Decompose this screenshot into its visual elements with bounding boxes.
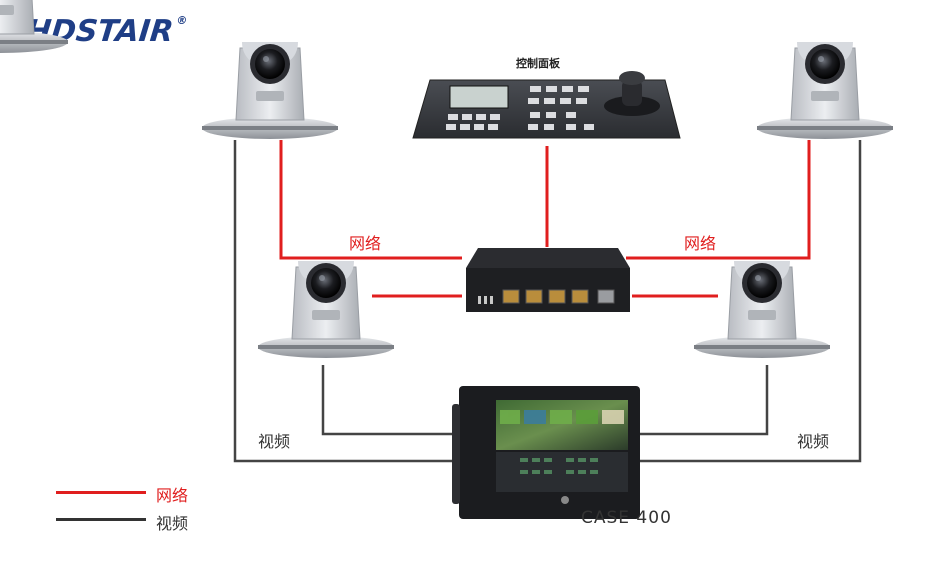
camera-base-rim <box>0 40 68 44</box>
ptz-camera-mid-right <box>693 260 831 359</box>
switcher-buttons <box>520 458 598 474</box>
switcher-handle <box>452 404 460 504</box>
switch-leds <box>478 296 493 304</box>
video-link-mid-left-camera <box>321 365 462 436</box>
joystick-top <box>619 71 645 85</box>
network-switch <box>466 248 630 312</box>
network-label-right: 网络 <box>684 234 717 253</box>
video-switcher <box>452 386 640 519</box>
switcher-screen-thumbnails <box>500 410 624 424</box>
network-link-top-left-camera <box>279 140 462 260</box>
legend-network-swatch <box>56 491 146 494</box>
video-link-top-left-camera <box>233 140 462 463</box>
video-link-top-right-camera <box>637 140 862 463</box>
legend-network-label: 网络 <box>156 486 189 505</box>
switcher-control-area <box>496 452 628 492</box>
control-panel-keypad <box>446 86 594 130</box>
ptz-camera-top-right <box>756 41 894 140</box>
ptz-camera-top-left <box>201 41 339 140</box>
video-link-mid-right-camera <box>637 365 769 436</box>
switcher-model-label: CASE 400 <box>581 508 672 528</box>
switch-ports <box>502 289 615 304</box>
legend-video-label: 视频 <box>156 514 189 533</box>
control-panel-lcd <box>449 85 509 109</box>
switcher-power-icon <box>561 496 569 504</box>
control-panel-label: 控制面板 <box>516 57 560 70</box>
switcher-screen <box>496 400 628 450</box>
network-link-top-right-camera <box>626 140 811 260</box>
network-links <box>279 140 811 298</box>
video-label-left: 视频 <box>258 432 291 451</box>
network-label-left: 网络 <box>349 234 382 253</box>
camera-window <box>0 5 14 15</box>
ptz-camera <box>0 0 68 53</box>
ptz-camera-mid-left <box>257 260 395 359</box>
video-label-right: 视频 <box>797 432 830 451</box>
video-links <box>233 140 862 463</box>
joystick-stick <box>622 80 642 106</box>
control-panel <box>412 71 681 139</box>
legend-video-swatch <box>56 518 146 521</box>
switch-top <box>466 248 630 268</box>
